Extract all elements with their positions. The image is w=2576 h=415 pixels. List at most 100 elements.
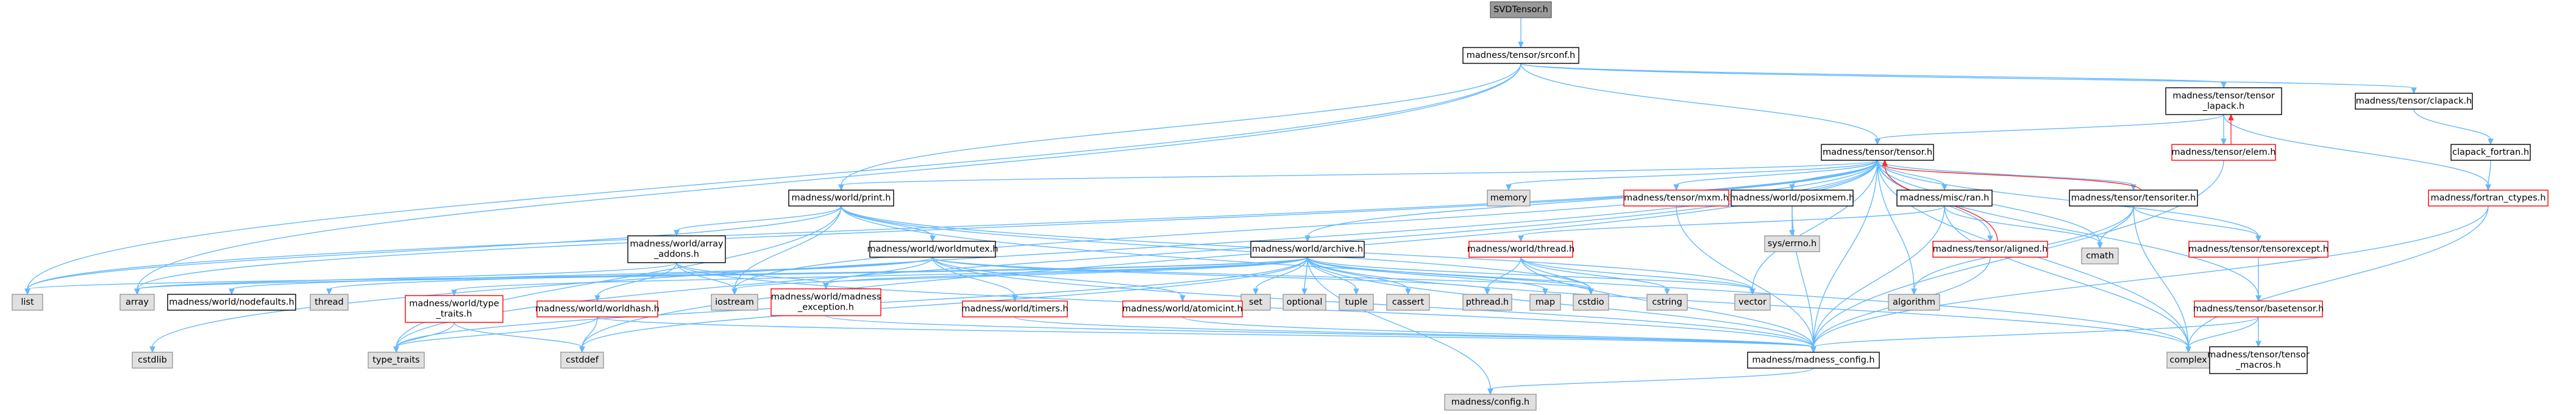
node-cstdlib[interactable]: cstdlib <box>132 352 173 369</box>
node-worldarray[interactable]: madness/world/array_addons.h <box>627 235 726 263</box>
node-tensor[interactable]: madness/tensor/tensor.h <box>1821 144 1934 161</box>
edge-arrowhead <box>1484 288 1490 296</box>
edge-tensor-to-vector <box>1749 160 1878 296</box>
node-fortran_ctypes[interactable]: madness/fortran_ctypes.h <box>2428 190 2549 207</box>
node-cassert[interactable]: cassert <box>1386 294 1430 311</box>
edge-arrowhead <box>1911 288 1917 296</box>
edge-arrowhead <box>1941 184 1948 191</box>
node-cstring[interactable]: cstring <box>1646 294 1688 311</box>
node-nodefaults[interactable]: madness/world/nodefaults.h <box>167 294 296 311</box>
node-box <box>1734 294 1771 311</box>
edge-arrowhead <box>930 235 936 243</box>
node-atomicint[interactable]: madness/world/atomicint.h <box>1122 300 1243 317</box>
node-box <box>711 294 758 311</box>
edge-line <box>1520 63 2414 89</box>
node-elem[interactable]: madness/tensor/elem.h <box>2171 144 2276 161</box>
node-posixmem[interactable]: madness/world/posixmem.h <box>1730 190 1854 207</box>
node-label: madness/world/archive.h <box>1252 244 1363 254</box>
edge-line <box>1307 257 1409 290</box>
node-pthread[interactable]: pthread.h <box>1462 294 1512 311</box>
edge-line <box>1813 205 1945 348</box>
node-label: madness/world/atomicint.h <box>1122 304 1242 314</box>
node-box <box>1487 190 1531 207</box>
edge-arrowhead <box>149 346 155 353</box>
edge-worldhash-to-cstddef <box>579 316 598 353</box>
node-print[interactable]: madness/world/print.h <box>788 190 894 207</box>
node-worldmutex[interactable]: madness/world/worldmutex.h <box>867 241 998 258</box>
edge-madness_config-to-config <box>1487 367 1814 395</box>
edge-line <box>396 316 598 348</box>
node-box <box>2069 190 2198 207</box>
node-type_traits[interactable]: type_traits <box>368 352 425 369</box>
node-set[interactable]: set <box>1240 294 1271 311</box>
node-cstddef[interactable]: cstddef <box>560 352 604 369</box>
node-box <box>1462 47 1579 64</box>
node-config[interactable]: madness/config.h <box>1444 394 1537 411</box>
node-box <box>1250 241 1365 258</box>
edge-arrowhead <box>2255 235 2261 243</box>
node-srconf[interactable]: madness/tensor/srconf.h <box>1462 47 1579 64</box>
node-label: madness/tensor/tensorexcept.h <box>2188 244 2329 254</box>
node-mxm[interactable]: madness/tensor/mxm.h <box>1623 190 1729 207</box>
edge-arrowhead <box>1506 184 1512 191</box>
node-memory[interactable]: memory <box>1487 190 1531 207</box>
node-map[interactable]: map <box>1529 294 1561 311</box>
node-complex[interactable]: complex <box>2166 352 2210 369</box>
node-label: _macros.h <box>2235 361 2281 371</box>
edge-line <box>1307 160 1878 237</box>
edge-arrowhead <box>823 283 829 290</box>
edge-line <box>1520 205 1945 237</box>
edge-line <box>825 315 1814 348</box>
node-worldhash[interactable]: madness/world/worldhash.h <box>535 300 660 317</box>
node-ran[interactable]: madness/misc/ran.h <box>1896 190 1993 207</box>
node-timers[interactable]: madness/world/timers.h <box>961 300 1069 317</box>
node-label: memory <box>1490 193 1528 203</box>
node-tensor_lapack[interactable]: madness/tensor/tensor_lapack.h <box>2165 87 2282 115</box>
node-tensoriter[interactable]: madness/tensor/tensoriter.h <box>2069 190 2198 207</box>
node-label: madness/tensor/srconf.h <box>1467 51 1575 60</box>
node-clapack_fortran[interactable]: clapack_fortran.h <box>2450 144 2531 161</box>
edge-elem-to-tensor_lapack <box>2228 113 2234 144</box>
node-archive[interactable]: madness/world/archive.h <box>1250 241 1365 258</box>
edge-arrowhead <box>579 346 585 353</box>
edge-arrowhead <box>1664 288 1670 296</box>
node-box <box>2194 300 2323 317</box>
node-list[interactable]: list <box>12 294 43 311</box>
node-box <box>1490 1 1552 18</box>
edge-line <box>582 257 1308 348</box>
node-array[interactable]: array <box>119 294 155 311</box>
node-iostream[interactable]: iostream <box>711 294 758 311</box>
edge-line <box>1877 160 2259 297</box>
edge-archive-to-tuple <box>1307 257 1359 296</box>
node-box <box>310 294 349 311</box>
edge-line <box>734 205 842 290</box>
node-tensorexcept[interactable]: madness/tensor/tensorexcept.h <box>2188 241 2329 258</box>
node-tuple[interactable]: tuple <box>1339 294 1374 311</box>
node-syserrno[interactable]: sys/errno.h <box>1764 235 1820 252</box>
node-optional[interactable]: optional <box>1283 294 1326 311</box>
node-label: map <box>1535 297 1555 307</box>
node-madness_config[interactable]: madness/madness_config.h <box>1747 352 1880 369</box>
node-clapack[interactable]: madness/tensor/clapack.h <box>2355 93 2473 110</box>
edge-worldmutex-to-atomicint <box>932 257 1186 302</box>
node-type_traits_h[interactable]: madness/world/type_traits.h <box>405 295 503 323</box>
node-tensor_macros[interactable]: madness/tensor/tensor_macros.h <box>2207 346 2310 374</box>
edge-line <box>676 262 735 290</box>
edge-basetensor-to-tensor_macros <box>2255 317 2261 348</box>
node-thread_sys[interactable]: thread <box>310 294 349 311</box>
edge-arrowhead <box>1518 41 1524 49</box>
edge-tensor-to-mxm <box>1673 160 1878 191</box>
node-mad_exception[interactable]: madness/world/madness_exception.h <box>770 288 881 316</box>
edge-ran-to-thread <box>1518 205 1945 243</box>
node-label: clapack_fortran.h <box>2452 147 2529 157</box>
node-svdtensor[interactable]: SVDTensor.h <box>1490 1 1552 18</box>
node-aligned[interactable]: madness/tensor/aligned.h <box>1932 241 2048 258</box>
node-cstdio[interactable]: cstdio <box>1573 294 1609 311</box>
node-vector[interactable]: vector <box>1734 294 1771 311</box>
edge-line <box>1520 63 2224 83</box>
node-algorithm[interactable]: algorithm <box>1888 294 1940 311</box>
node-cmath[interactable]: cmath <box>2081 247 2119 264</box>
node-thread[interactable]: madness/world/thread.h <box>1467 241 1574 258</box>
node-basetensor[interactable]: madness/tensor/basetensor.h <box>2193 300 2324 317</box>
edge-line <box>1877 160 2259 237</box>
